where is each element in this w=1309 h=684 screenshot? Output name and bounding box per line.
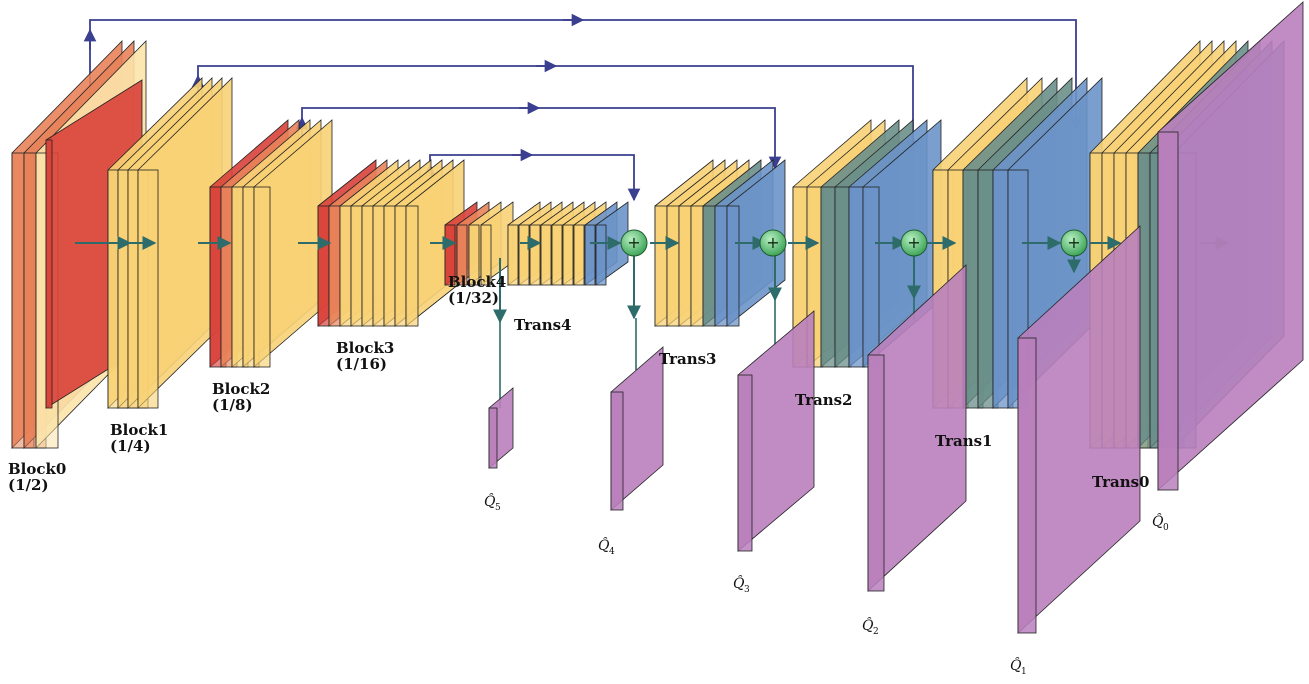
decoder-label-2: Trans2: [795, 391, 852, 409]
output-map-3: [867, 264, 967, 592]
block3-volume-layer-3-face: [350, 205, 364, 327]
trans3-volume-layer-2-face: [678, 205, 692, 327]
output-map-5: [1157, 1, 1304, 491]
block4-volume: [444, 201, 514, 286]
encoder-scale-0: (1/2): [8, 476, 49, 494]
output-subscript-5: 0: [1163, 523, 1169, 533]
trans3-volume-layer-0-face: [654, 205, 668, 327]
sum-node-1-circle: [759, 229, 787, 257]
trans4-volume-layer-8-face: [595, 224, 607, 286]
encoder-scale-2: (1/8): [212, 396, 253, 414]
sum-node-3-symbol: +: [1067, 233, 1080, 252]
sum-node-0-circle: [620, 229, 648, 257]
labels: Block0(1/2)Block1(1/4)Block2(1/8)Block3(…: [8, 273, 1169, 677]
output-subscript-2: 3: [744, 585, 750, 595]
output-map-3-face: [867, 354, 885, 592]
output-subscript-3: 2: [873, 627, 879, 637]
output-map-2: [737, 310, 815, 552]
trans4-volume-layer-1-face: [518, 224, 530, 286]
output-label-4: Q̂: [1010, 656, 1022, 674]
block3-volume-layer-1-face: [328, 205, 342, 327]
block2-volume-layer-4-face: [253, 186, 271, 368]
block4-volume-layer-1-face: [456, 224, 468, 286]
decoder-label-3: Trans1: [935, 432, 992, 450]
encoder-label-4: Block4: [448, 273, 506, 291]
block3-volume-layer-6-face: [383, 205, 397, 327]
trans3-volume-layer-4-face: [702, 205, 716, 327]
output-map-2-face: [737, 374, 753, 552]
block3-volume-layer-4-face: [361, 205, 375, 327]
trans2-volume-layer-5-face: [862, 186, 880, 368]
block3-volume-layer-5-face: [372, 205, 386, 327]
block0-volume-inner-face: [45, 139, 53, 409]
sum-node-2-circle: [900, 229, 928, 257]
trans3-volume-layer-5-face: [714, 205, 728, 327]
block3-volume-layer-8-face: [405, 205, 419, 327]
sum-node-3-circle: [1060, 229, 1088, 257]
block4-volume-layer-2-face: [468, 224, 480, 286]
trans4-volume-layer-2-face: [529, 224, 541, 286]
sum-node-2: +: [900, 229, 928, 257]
trans4-volume-layer-4-face: [551, 224, 563, 286]
block3-volume-layer-2-face: [339, 205, 353, 327]
output-subscript-1: 4: [609, 547, 615, 557]
output-map-4: [1017, 225, 1141, 634]
sum-node-3: +: [1060, 229, 1088, 257]
output-label-5: Q̂: [1152, 512, 1164, 530]
output-map-1: [610, 346, 664, 511]
trans4-volume-layer-7-face: [584, 224, 596, 286]
decoder-label-0: Trans4: [514, 316, 571, 334]
sum-node-1-symbol: +: [766, 233, 779, 252]
block4-volume-layer-3-face: [480, 224, 492, 286]
trans4-volume-layer-3-face: [540, 224, 552, 286]
trans3-volume-layer-6-face: [726, 205, 740, 327]
block3-volume: [317, 159, 465, 327]
encoder-scale-3: (1/16): [336, 355, 387, 373]
encoder-scale-4: (1/32): [448, 289, 499, 307]
sum-node-1: +: [759, 229, 787, 257]
encoder-label-3: Block3: [336, 339, 394, 357]
sum-node-2-symbol: +: [907, 233, 920, 252]
output-map-4-face: [1017, 337, 1037, 634]
trans4-volume-layer-5-face: [562, 224, 574, 286]
output-maps: [488, 1, 1304, 634]
trans4-volume-layer-0-face: [507, 224, 519, 286]
encoder-label-1: Block1: [110, 421, 168, 439]
trans3-volume-layer-3-face: [690, 205, 704, 327]
encoder-scale-1: (1/4): [110, 437, 151, 455]
output-label-0: Q̂: [484, 492, 496, 510]
output-map-0: [488, 387, 514, 469]
output-subscript-4: 1: [1021, 667, 1027, 677]
decoder-label-4: Trans0: [1092, 473, 1149, 491]
sum-node-0: +: [620, 229, 648, 257]
encoder-label-2: Block2: [212, 380, 270, 398]
block3-volume-layer-0-face: [317, 205, 331, 327]
decoder-label-1: Trans3: [659, 350, 716, 368]
output-map-5-face: [1157, 131, 1179, 491]
sum-node-0-symbol: +: [627, 233, 640, 252]
main-flow-arrows: + + + +: [75, 229, 1230, 408]
block3-volume-layer-7-face: [394, 205, 408, 327]
block4-volume-layer-0-face: [444, 224, 456, 286]
encoder-label-0: Block0: [8, 460, 66, 478]
output-subscript-0: 5: [495, 503, 501, 513]
skip-connection-2: [301, 107, 782, 170]
trans4-volume-layer-6-face: [573, 224, 585, 286]
output-map-1-face: [610, 391, 624, 511]
block2-volume: [209, 119, 333, 368]
output-label-1: Q̂: [598, 536, 610, 554]
block1-volume-layer-3-face: [137, 169, 159, 409]
skip-connection-0: [89, 19, 1083, 132]
output-map-0-face: [488, 407, 498, 469]
output-label-3: Q̂: [862, 616, 874, 634]
trans3-volume-layer-1-face: [666, 205, 680, 327]
output-label-2: Q̂: [733, 574, 745, 592]
